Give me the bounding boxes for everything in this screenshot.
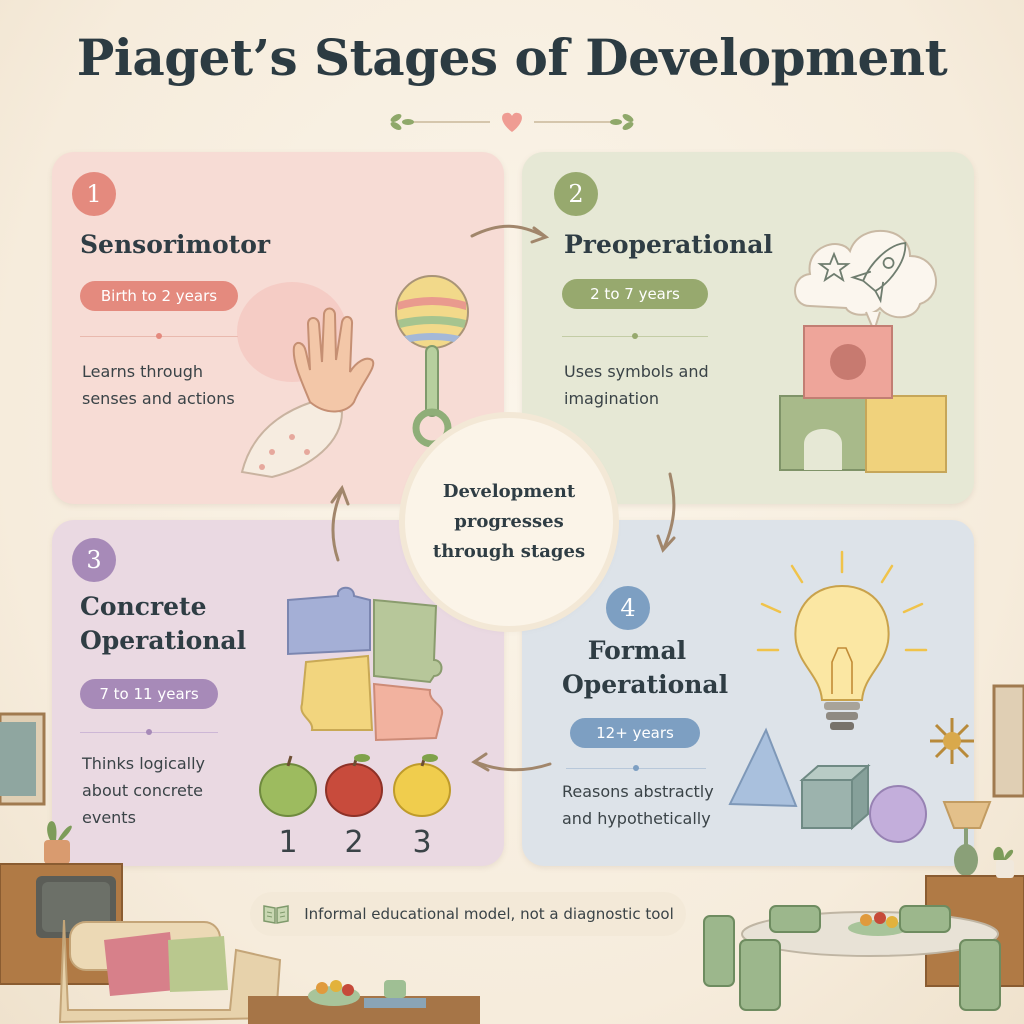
center-summary-circle: Development progresses through stages <box>405 418 613 626</box>
puzzle-icon <box>287 586 444 742</box>
stage-number-badge: 2 <box>554 172 598 216</box>
divider <box>80 729 218 735</box>
stage-card-preoperational: 2 Preoperational 2 to 7 years Uses symbo… <box>522 152 974 504</box>
stage-title: Sensorimotor <box>80 230 271 259</box>
stage-title: Concrete Operational <box>80 592 247 655</box>
abstract-thinking-illustration <box>728 550 928 843</box>
age-range-badge: 12+ years <box>570 718 700 748</box>
rattle-icon <box>395 275 469 448</box>
stage-title: Formal Operational <box>562 636 729 699</box>
stage-description: Reasons abstractly and hypothetically <box>562 782 714 828</box>
living-room-background <box>0 684 1024 1024</box>
stage-number-badge: 4 <box>606 586 650 630</box>
stage-number-badge: 3 <box>72 538 116 582</box>
divider <box>566 765 706 771</box>
stage-card-sensorimotor: 1 Sensorimotor Birth to 2 years Learns t… <box>52 152 504 504</box>
stage-description: Learns through senses and actions <box>82 362 235 408</box>
heart-icon <box>502 112 522 132</box>
divider <box>80 333 238 339</box>
star-icon <box>817 251 851 283</box>
apple-count-1: 1 <box>278 825 297 860</box>
disclaimer-text: Informal educational model, not a diagno… <box>304 905 674 923</box>
stage-title: Preoperational <box>564 230 773 259</box>
age-range-badge: 2 to 7 years <box>562 279 708 309</box>
pyramid-icon <box>728 727 798 808</box>
heart-divider-ornament <box>390 112 634 132</box>
apple-count-3: 3 <box>412 825 431 860</box>
hand-icon <box>240 307 375 479</box>
apple-icon <box>259 754 451 817</box>
stage-card-concrete-operational: 3 Concrete Operational 7 to 11 years Thi… <box>52 520 504 866</box>
age-range-badge: Birth to 2 years <box>80 281 238 311</box>
sphere-icon <box>869 785 927 843</box>
stage-card-formal-operational: 4 Formal Operational 12+ years Reasons a… <box>522 520 974 866</box>
imagination-illustration <box>779 229 947 473</box>
cube-icon <box>799 763 871 831</box>
divider <box>562 333 708 339</box>
hand-rattle-illustration <box>237 275 469 479</box>
rocket-icon <box>850 242 907 304</box>
page-title: Piaget’s Stages of Development <box>76 28 948 87</box>
apple-count-2: 2 <box>344 825 363 860</box>
stage-description: Thinks logically about concrete events <box>82 754 205 827</box>
blocks-icon <box>779 325 947 473</box>
puzzle-apples-illustration: 1 2 3 <box>259 586 451 860</box>
lightbulb-icon <box>756 550 928 730</box>
age-range-badge: 7 to 11 years <box>80 679 218 709</box>
stage-number-badge: 1 <box>72 172 116 216</box>
stage-description: Uses symbols and imagination <box>564 362 709 408</box>
book-icon <box>263 905 289 924</box>
disclaimer-note: Informal educational model, not a diagno… <box>250 892 686 936</box>
